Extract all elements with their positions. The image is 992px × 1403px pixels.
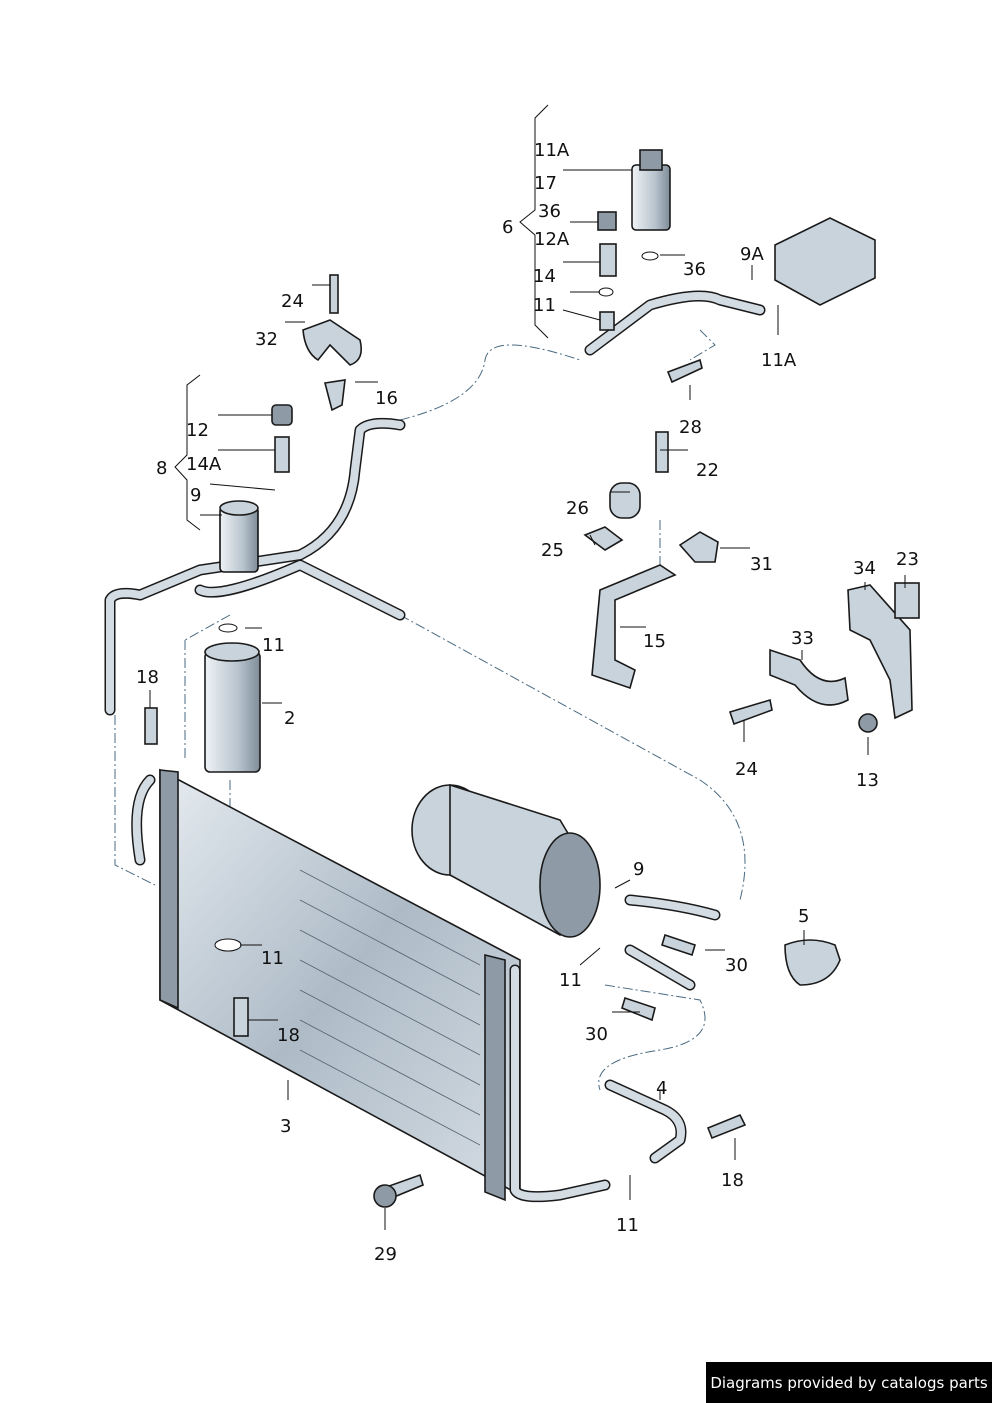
callout: 23 xyxy=(896,549,919,570)
callout: 22 xyxy=(696,460,719,481)
leader-lines xyxy=(149,104,906,1230)
cap-12[interactable] xyxy=(271,404,293,426)
nut-13[interactable] xyxy=(858,713,878,733)
bolt-24-mid[interactable] xyxy=(728,698,773,726)
compressor[interactable] xyxy=(411,783,721,991)
condenser[interactable] xyxy=(131,768,611,1203)
callout: 30 xyxy=(585,1024,608,1045)
bolt-22[interactable] xyxy=(655,431,669,473)
callout: 11A xyxy=(534,140,570,161)
footer-credit: Diagrams provided by catalogs parts xyxy=(706,1362,992,1403)
bracket-15[interactable] xyxy=(591,564,677,690)
connection-line xyxy=(659,329,716,570)
clip-23[interactable] xyxy=(894,582,920,619)
callout: 34 xyxy=(853,558,876,579)
callout: 6 xyxy=(502,217,513,238)
callout: 11 xyxy=(616,1215,639,1236)
callout: 25 xyxy=(541,540,564,561)
callout: 11A xyxy=(761,350,797,371)
callout: 29 xyxy=(374,1244,397,1265)
valve-14A[interactable] xyxy=(274,436,290,473)
bolt-18-condenser[interactable] xyxy=(233,997,249,1037)
clamp-33[interactable] xyxy=(769,648,849,706)
connection-line xyxy=(598,984,706,1091)
callout: 15 xyxy=(643,631,666,652)
callout: 9A xyxy=(740,244,764,265)
clamp-5[interactable] xyxy=(784,939,841,986)
callout: 18 xyxy=(277,1025,300,1046)
callout: 28 xyxy=(679,417,702,438)
callout: 12 xyxy=(186,420,209,441)
callout: 18 xyxy=(721,1170,744,1191)
callout: 14 xyxy=(533,266,556,287)
callout: 2 xyxy=(284,708,295,729)
callout: 9 xyxy=(633,859,644,880)
callout: 11 xyxy=(262,635,285,656)
nut-25[interactable] xyxy=(583,526,624,551)
callout: 11 xyxy=(261,948,284,969)
callout: 36 xyxy=(538,201,561,222)
callout: 16 xyxy=(375,388,398,409)
pipe-assembly-top[interactable] xyxy=(584,149,876,356)
bolt-29[interactable] xyxy=(373,1173,424,1208)
callout: 32 xyxy=(255,329,278,350)
receiver-drier[interactable] xyxy=(204,623,261,773)
bolt-30-b[interactable] xyxy=(621,996,656,1022)
connection-line xyxy=(399,614,746,901)
callout: 36 xyxy=(683,259,706,280)
callout: 9 xyxy=(190,485,201,506)
callout: 11 xyxy=(533,295,556,316)
bolt-30-a[interactable] xyxy=(661,933,696,957)
callout: 12A xyxy=(534,229,570,250)
callout-labels: 11A 17 36 6 12A 14 11 36 9A 11A 24 32 16… xyxy=(136,140,919,1265)
callout: 11 xyxy=(559,970,582,991)
callout: 5 xyxy=(798,906,809,927)
callout: 24 xyxy=(281,291,304,312)
clip-16[interactable] xyxy=(324,379,346,412)
callout: 33 xyxy=(791,628,814,649)
oring-11-condenser[interactable] xyxy=(214,938,242,952)
connection-line xyxy=(399,344,581,421)
connection-line xyxy=(114,614,231,886)
clip-31[interactable] xyxy=(678,531,719,563)
callout: 17 xyxy=(534,173,557,194)
clamp-26[interactable] xyxy=(609,482,641,519)
callout: 8 xyxy=(156,458,167,479)
pipe-assembly-left[interactable] xyxy=(104,417,406,716)
bolt-18-left[interactable] xyxy=(144,707,158,745)
callout: 18 xyxy=(136,667,159,688)
callout: 14A xyxy=(186,454,222,475)
callout: 31 xyxy=(750,554,773,575)
clamp-32[interactable] xyxy=(302,319,363,366)
pipe-4[interactable] xyxy=(604,1079,687,1164)
bolt-28[interactable] xyxy=(666,358,703,384)
bolt-18-right[interactable] xyxy=(706,1113,747,1140)
callout: 13 xyxy=(856,770,879,791)
callout: 4 xyxy=(656,1078,667,1099)
callout: 26 xyxy=(566,498,589,519)
callout: 3 xyxy=(280,1116,291,1137)
callout: 24 xyxy=(735,759,758,780)
callout: 30 xyxy=(725,955,748,976)
bolt-24-top[interactable] xyxy=(329,274,339,314)
